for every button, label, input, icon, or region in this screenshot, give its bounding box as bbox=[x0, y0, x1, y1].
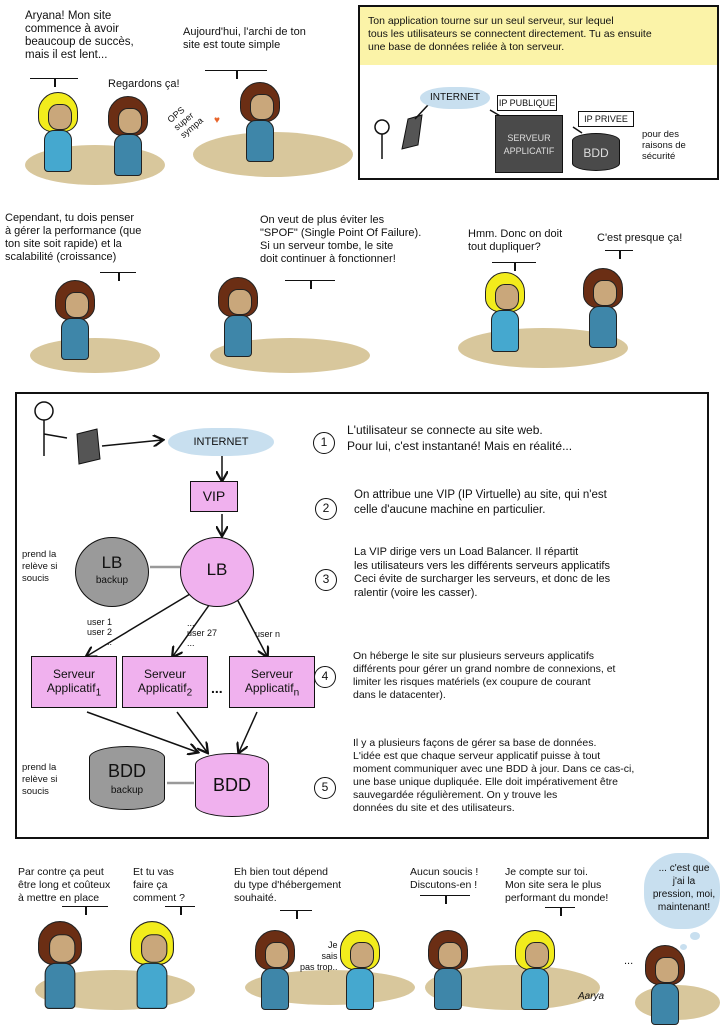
server-index: 1 bbox=[95, 687, 102, 699]
speech-performance: Cependant, tu dois penser à gérer la per… bbox=[5, 212, 142, 263]
speech-tick bbox=[492, 262, 536, 271]
internet-cloud bbox=[420, 87, 490, 109]
lb-backup-label: LB bbox=[101, 553, 123, 572]
ground bbox=[30, 338, 160, 373]
character-client bbox=[485, 272, 525, 352]
label-user-1: user 1 user 2 ... bbox=[87, 617, 113, 647]
speech-aryana: Aryana! Mon site commence à avoir beauco… bbox=[25, 10, 134, 61]
speech-tick bbox=[280, 910, 312, 919]
step-number: 4 bbox=[314, 666, 336, 688]
speech-tick bbox=[420, 895, 470, 904]
server-name: Serveur Applicatif bbox=[137, 667, 187, 695]
speech-tick bbox=[605, 250, 633, 259]
step-text: On attribue une VIP (IP Virtuelle) au si… bbox=[354, 489, 607, 516]
step-number: 2 bbox=[315, 498, 337, 520]
character-ops bbox=[218, 277, 258, 357]
character-ops bbox=[583, 268, 623, 348]
server-name: Serveur Applicatif bbox=[46, 667, 96, 695]
bdd-cylinder: BDD bbox=[195, 753, 269, 817]
speech-spof: On veut de plus éviter les "SPOF" (Singl… bbox=[260, 214, 422, 265]
ip-publique-label: IP PUBLIQUE bbox=[497, 95, 557, 111]
character-ops bbox=[428, 930, 468, 1010]
speech-comment: Et tu vas faire ça comment ? bbox=[133, 866, 185, 904]
label-user-27: ... user 27 ... bbox=[187, 618, 218, 648]
lb-label: LB bbox=[206, 560, 228, 579]
backup-sublabel: backup bbox=[110, 785, 144, 796]
speech-regardons: Regardons ça! bbox=[108, 78, 180, 90]
character-ops bbox=[38, 921, 82, 1009]
bdd-backup-label: BDD bbox=[107, 761, 146, 781]
speech-tick bbox=[285, 280, 335, 289]
character-ops bbox=[240, 82, 280, 162]
speech-archi: Aujourd'hui, l'archi de ton site est tou… bbox=[183, 26, 306, 51]
thought-pression: ... c'est que j'ai la pression, moi, mai… bbox=[652, 863, 716, 913]
serveur-applicatif-n: Serveur Applicatifn bbox=[229, 656, 315, 708]
whisper-sais-pas: Je sais pas trop.. bbox=[300, 940, 338, 972]
thought-bubble bbox=[644, 853, 720, 929]
note-releve-lb: prend la relève si soucis bbox=[22, 549, 58, 584]
character-client bbox=[340, 930, 380, 1010]
character-client bbox=[38, 92, 78, 172]
backup-sublabel: backup bbox=[95, 575, 129, 586]
internet-label: INTERNET bbox=[193, 436, 249, 448]
bdd-backup-cylinder: BDD backup bbox=[89, 746, 165, 810]
speech-couteux: Par contre ça peut être long et coûteux … bbox=[18, 866, 111, 904]
load-balancer-backup: LB backup bbox=[75, 537, 149, 607]
servers-ellipsis: ... bbox=[211, 680, 223, 696]
character-ops bbox=[255, 930, 295, 1010]
speech-tick bbox=[165, 906, 195, 915]
panel-architecture-simple: Ton application tourne sur un seul serve… bbox=[358, 5, 719, 180]
character-ops bbox=[55, 280, 95, 360]
character-client bbox=[130, 921, 174, 1009]
internet-cloud bbox=[168, 428, 274, 456]
heart-icon: ♥ bbox=[214, 115, 220, 126]
server-name: Serveur Applicatif bbox=[244, 667, 294, 695]
speech-tick bbox=[205, 70, 267, 79]
ip-privee-label: IP PRIVEE bbox=[578, 111, 634, 127]
panel-architecture-scalable: INTERNET VIP LB LB backup prend la relève… bbox=[15, 392, 709, 839]
silence-dots: ... bbox=[624, 955, 634, 967]
simple-diagram-lines bbox=[374, 104, 583, 159]
step-text: L'utilisateur se connecte au site web. P… bbox=[347, 423, 573, 453]
signature: Aarya bbox=[578, 991, 605, 1002]
step-number: 5 bbox=[314, 777, 336, 799]
speech-tick bbox=[545, 907, 575, 916]
caption-band bbox=[360, 7, 717, 65]
speech-depend: Eh bien tout dépend du type d'hébergemen… bbox=[234, 866, 342, 904]
step-text: Il y a plusieurs façons de gérer sa base… bbox=[353, 737, 635, 814]
character-client bbox=[515, 930, 555, 1010]
server-index: 2 bbox=[186, 687, 193, 699]
note-releve-bdd: prend la relève si soucis bbox=[22, 762, 58, 797]
speech-tick bbox=[62, 906, 108, 915]
speech-discutons: Aucun soucis ! Discutons-en ! bbox=[410, 866, 479, 891]
serveur-applicatif-1: Serveur Applicatif1 bbox=[31, 656, 117, 708]
caption: Ton application tourne sur un seul serve… bbox=[368, 15, 652, 53]
step-text: La VIP dirige vers un Load Balancer. Il … bbox=[354, 546, 611, 599]
speech-presque: C'est presque ça! bbox=[597, 232, 683, 244]
step-text: On héberge le site sur plusieurs serveur… bbox=[353, 650, 616, 701]
load-balancer: LB bbox=[180, 537, 254, 607]
bdd-cylinder: BDD bbox=[572, 133, 620, 171]
step-number: 1 bbox=[313, 432, 335, 454]
label-user-n: user n bbox=[255, 629, 281, 639]
serveur-applicatif-box: SERVEUR APPLICATIF bbox=[495, 115, 563, 173]
thought-dot bbox=[690, 932, 700, 940]
serveur-applicatif-2: Serveur Applicatif2 bbox=[122, 656, 208, 708]
server-index: n bbox=[293, 687, 300, 699]
note-ops: OPS super sympa bbox=[165, 104, 206, 141]
character-ops bbox=[645, 945, 685, 1025]
diagram-arrows bbox=[34, 401, 707, 785]
character-ops bbox=[108, 96, 148, 176]
step-number: 3 bbox=[315, 569, 337, 591]
note-securite: pour des raisons de sécurité bbox=[642, 129, 686, 162]
internet-label: INTERNET bbox=[430, 92, 480, 103]
speech-tick bbox=[30, 78, 78, 87]
speech-compte: Je compte sur toi. Mon site sera le plus… bbox=[505, 866, 609, 904]
vip-box: VIP bbox=[190, 481, 238, 512]
speech-dupliquer: Hmm. Donc on doit tout dupliquer? bbox=[468, 228, 563, 253]
thought-dot bbox=[680, 944, 687, 950]
speech-tick bbox=[100, 272, 136, 281]
